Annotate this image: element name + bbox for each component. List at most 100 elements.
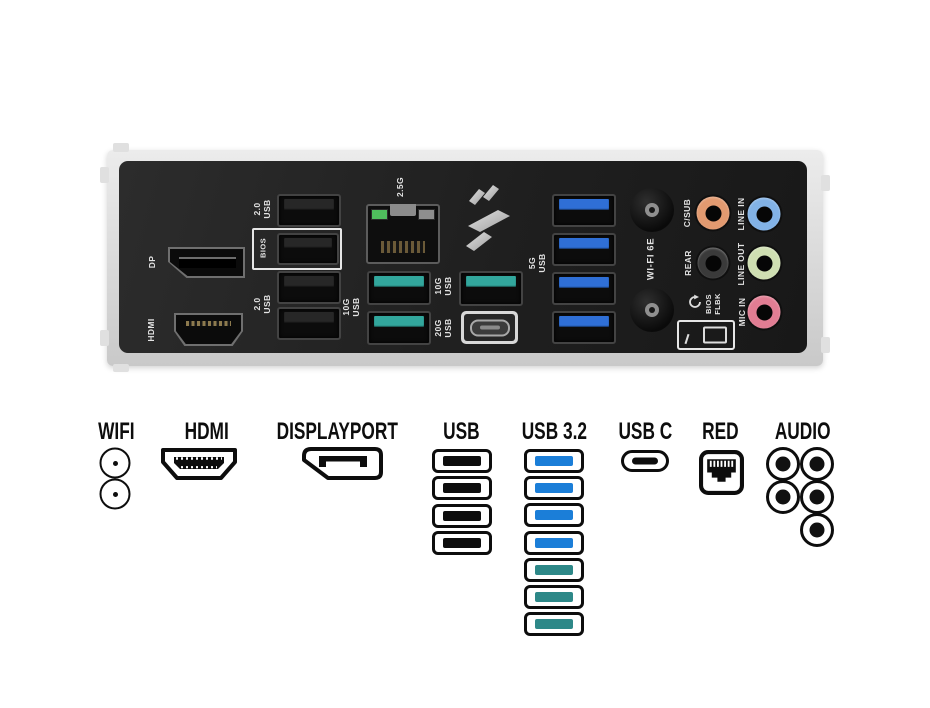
usb20g-type-c-port: [461, 311, 518, 344]
audio-jack-rear: [697, 247, 729, 279]
bios-flashback-button-box: [677, 320, 735, 350]
jack-hole: [705, 205, 721, 221]
displayport-cavity: [170, 249, 243, 276]
jack-hole: [756, 304, 772, 320]
usb32-port-icon-6: [524, 584, 584, 609]
usb2-port-2: [277, 271, 341, 304]
sma-pin: [649, 307, 655, 313]
usb-tongue-icon: [535, 456, 573, 466]
jack-hole-icon: [809, 522, 825, 538]
audio-jack-icon: [800, 480, 834, 514]
bracket-tab: [113, 364, 129, 372]
ethernet-led-gray: [418, 209, 435, 220]
legend-usb-stack: [432, 449, 492, 556]
usb32-port-icon-4: [524, 530, 584, 555]
usb5g-label: 5G USB: [526, 253, 547, 273]
bios-flashback-icon: [689, 294, 701, 308]
hdmi-label: HDMI: [145, 318, 156, 342]
usb-tongue: [559, 316, 609, 327]
usb10g-left-label: 10G USB: [340, 297, 361, 317]
wifi-label: WI-FI 6E: [645, 237, 657, 281]
line-out-label: LINE OUT: [735, 242, 746, 286]
usb2-port-1: [277, 194, 341, 227]
line-in-label: LINE IN: [735, 197, 746, 231]
flashback-tick: [684, 333, 690, 345]
usb32-port-icon-5: [524, 557, 584, 582]
antenna-pin-dot: [112, 460, 118, 466]
rear-label: REAR: [682, 250, 693, 276]
displayport-icon: [302, 447, 383, 480]
usb5g-port-1: [552, 194, 616, 227]
usb-tongue-icon: [443, 510, 481, 521]
bracket-notch: [821, 175, 830, 191]
hdmi-icon: [161, 448, 237, 480]
bios-label: BIOS: [258, 238, 268, 258]
audio-jack-mic-in: [747, 295, 781, 329]
mic-in-label: MIC IN: [736, 297, 747, 327]
audio-jack-line-in: [747, 197, 781, 231]
usb-tongue-icon: [535, 619, 573, 630]
bracket-notch: [100, 167, 109, 183]
usb2-port-3: [277, 307, 341, 340]
bios-port-outline: [252, 228, 342, 270]
bracket-notch: [100, 330, 109, 346]
wifi-antenna-icon: [99, 447, 131, 479]
hdmi-port: [174, 313, 243, 346]
wifi-antenna-connector-2: [630, 288, 674, 332]
usbc-pin-icon: [632, 457, 658, 465]
usb-tongue: [466, 276, 516, 288]
usb-tongue-icon: [535, 483, 573, 494]
usb10g-port-2: [367, 311, 431, 345]
usb2-top-label: 2.0 USB: [251, 199, 272, 219]
usbc-connector: [469, 319, 510, 336]
rj45-ethernet-icon: [699, 450, 744, 495]
jack-hole-icon: [809, 456, 825, 472]
jack-hole-icon: [775, 489, 791, 505]
usb5g-port-3: [552, 272, 616, 305]
usb10g-port-1: [367, 271, 431, 305]
usb2-bottom-label: 2.0 USB: [251, 294, 272, 314]
usb-tongue-icon: [443, 538, 481, 549]
usbc-icon: [621, 450, 669, 472]
jack-hole: [705, 255, 721, 271]
wifi-antenna-connector-1: [630, 188, 674, 232]
hdmi-pins: [186, 320, 231, 326]
tuf-logo: [466, 185, 510, 251]
usb-tongue-icon: [535, 564, 573, 575]
usb-tongue-icon: [443, 456, 481, 466]
displayport-port: [168, 247, 245, 278]
legend-usb32-stack: [524, 449, 584, 637]
csub-label: C/SUB: [681, 198, 692, 228]
usb-tongue-icon: [443, 483, 481, 494]
usb10g-right-label: 10G USB: [432, 276, 453, 296]
usb32-port-icon-3: [524, 503, 584, 528]
usb-tongue: [559, 277, 609, 288]
sma-pin: [649, 207, 655, 213]
antenna-pin-dot: [112, 491, 118, 497]
jack-hole: [756, 255, 772, 271]
dp-label: DP: [146, 255, 157, 269]
jack-hole-icon: [809, 489, 825, 505]
usb-tongue-icon: [535, 510, 573, 521]
audio-jack-icon: [800, 447, 834, 481]
audio-jack-line-out: [747, 246, 781, 280]
usb-tongue-icon: [535, 537, 573, 548]
usb-tongue: [374, 276, 424, 288]
bios-flashback-label: BIOS FLBK: [704, 293, 722, 315]
usb-tongue: [374, 316, 424, 328]
bios-flashback-button: [703, 326, 727, 344]
ethernet-latch: [390, 204, 416, 216]
bracket-notch: [821, 337, 830, 353]
displayport-slot: [178, 257, 236, 268]
audio-jack-icon: [800, 513, 834, 547]
ethernet-led-green: [371, 209, 388, 220]
usb32-port-icon-1: [524, 449, 584, 473]
audio-jack-icon: [766, 447, 800, 481]
usb-tongue: [559, 199, 609, 210]
usb-tongue: [284, 312, 334, 323]
audio-jack-icon: [766, 480, 800, 514]
hdmi-cavity: [176, 315, 241, 344]
ethernet-pins: [381, 241, 425, 253]
usb5g-port-4: [552, 311, 616, 344]
